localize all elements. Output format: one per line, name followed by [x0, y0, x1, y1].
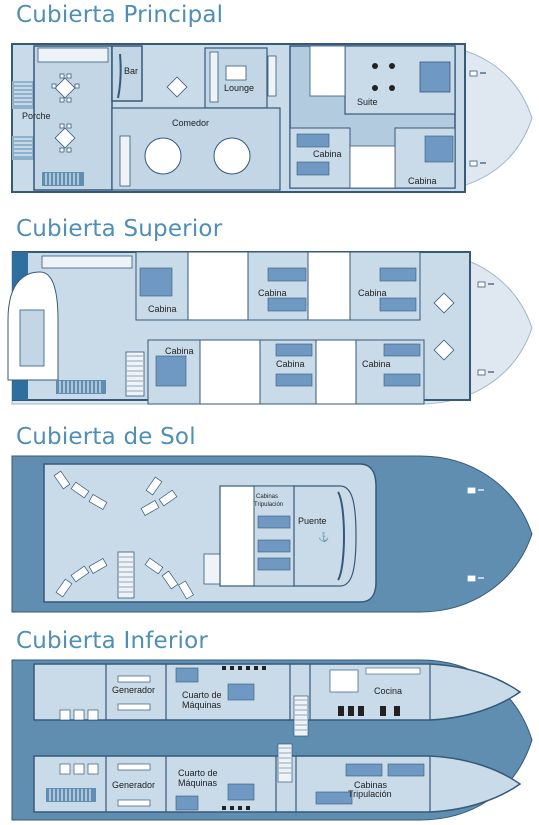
bed-icon	[155, 355, 187, 387]
engine-icon	[175, 667, 255, 811]
bed-icon	[424, 135, 454, 163]
stairs-icon	[117, 551, 135, 599]
deck-title-principal: Cubierta Principal	[16, 2, 224, 28]
bed-icon	[267, 267, 307, 282]
bed-icon	[275, 343, 313, 357]
stairs-icon	[12, 81, 34, 160]
label-cabina-b: Cabina	[408, 176, 437, 186]
dining-table-icon	[144, 137, 251, 175]
bed-icon	[315, 791, 353, 805]
bed-icon	[257, 557, 291, 571]
label-bar: Bar	[124, 66, 138, 76]
label-cabina-6: Cabina	[362, 359, 391, 369]
table-icon	[433, 292, 455, 361]
bed-icon	[379, 267, 417, 282]
label-cabina-1: Cabina	[148, 304, 177, 314]
bed-icon	[257, 539, 291, 553]
label-cuarto-2b: Máquinas	[178, 778, 218, 788]
deck-title-sol: Cubierta de Sol	[16, 424, 196, 450]
label-cabina-3: Cabina	[358, 288, 387, 298]
label-tripulacion: Tripulación	[254, 502, 283, 508]
deck-plan-superior: Cabina Cabina Cabina Cabina Cabina Cabin…	[7, 251, 533, 405]
bed-icon	[267, 297, 307, 312]
label-cabinas-inferior-2: Tripulación	[348, 789, 392, 799]
label-cuarto-2a: Cuarto de	[178, 768, 218, 778]
label-cabina-4: Cabina	[165, 346, 194, 356]
label-cocina: Cocina	[374, 686, 402, 696]
bed-icon	[379, 297, 417, 312]
deck-plan-inferior: Generador Generador Cuarto de Máquinas C…	[11, 659, 533, 821]
label-cabinas-line1: Cabinas	[256, 494, 278, 500]
label-porche: Porche	[22, 111, 51, 121]
label-cuarto-1a: Cuarto de	[182, 690, 222, 700]
label-cabinas-inferior-1: Cabinas	[354, 780, 388, 790]
label-cabina-a: Cabina	[313, 149, 342, 159]
deck-title-inferior: Cubierta Inferior	[16, 628, 209, 654]
bed-icon	[345, 763, 383, 777]
bed-icon	[383, 373, 421, 387]
bed-icon	[419, 61, 451, 93]
helm-icon: ⚓	[318, 531, 329, 542]
label-lounge: Lounge	[224, 83, 254, 93]
label-puente: Puente	[298, 516, 327, 526]
bed-icon	[257, 515, 291, 529]
label-cabina-2: Cabina	[258, 288, 287, 298]
label-comedor: Comedor	[172, 118, 209, 128]
bed-icon	[387, 763, 425, 777]
deck-plan-sol: Cabinas Tripulación Puente ⚓	[11, 455, 533, 613]
bed-icon	[275, 373, 313, 387]
label-cabina-5: Cabina	[276, 359, 305, 369]
bed-icon	[296, 161, 330, 176]
stairs-icon	[125, 351, 145, 397]
label-suite: Suite	[357, 97, 378, 107]
label-generador-2: Generador	[112, 780, 155, 790]
bed-icon	[139, 267, 173, 297]
bed-icon	[383, 343, 421, 357]
label-cuarto-1b: Máquinas	[182, 700, 222, 710]
sun-lounger-icon	[53, 470, 194, 600]
table-icon	[51, 73, 80, 153]
deck-plan-principal: Porche Bar Lounge Comedor Suite Cabina C…	[11, 43, 533, 193]
deck-title-superior: Cubierta Superior	[16, 216, 223, 242]
bed-icon	[296, 133, 330, 148]
stairs-icon	[293, 695, 309, 737]
table-icon	[329, 669, 359, 693]
label-generador-1: Generador	[112, 685, 155, 695]
